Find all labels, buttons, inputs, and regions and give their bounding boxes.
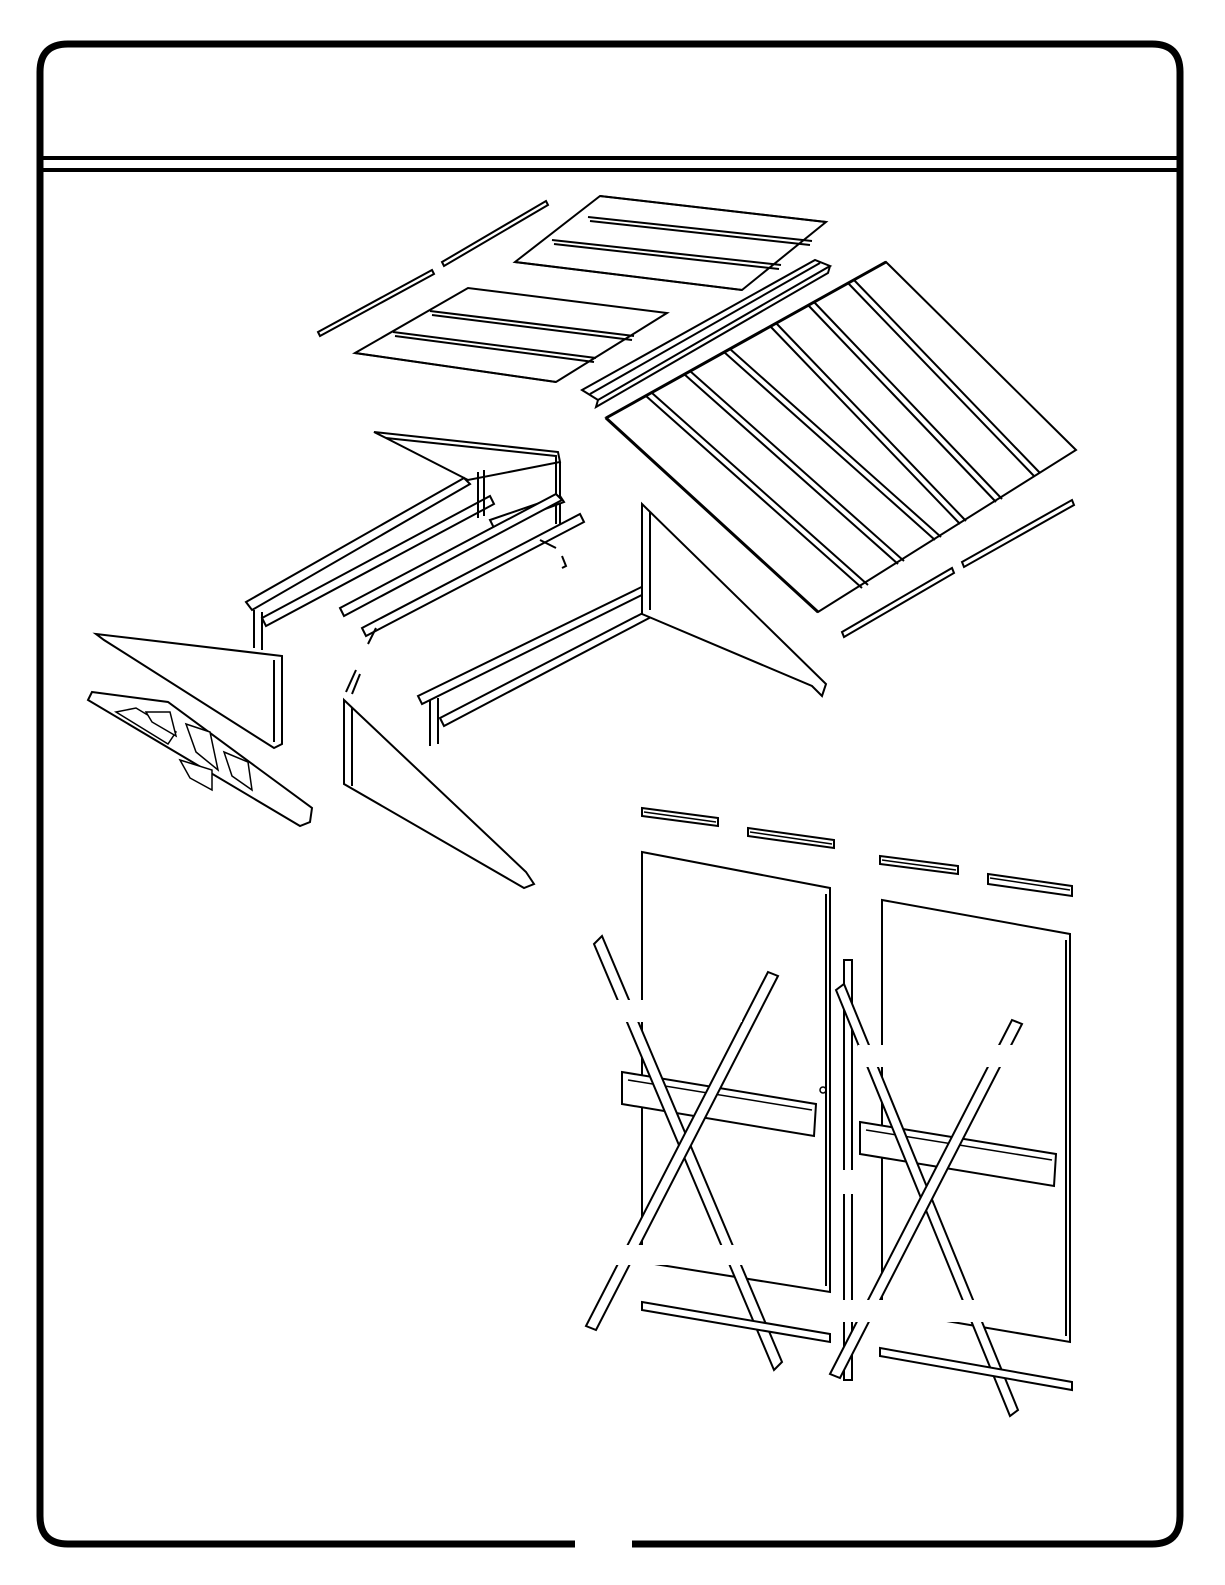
door-panel-left xyxy=(642,852,830,1292)
door-assembly xyxy=(586,808,1072,1416)
door-panel-right xyxy=(882,900,1070,1342)
roof-panel-back-upper xyxy=(515,196,826,290)
front-side-rail xyxy=(418,574,672,746)
back-side-rails xyxy=(246,470,584,650)
